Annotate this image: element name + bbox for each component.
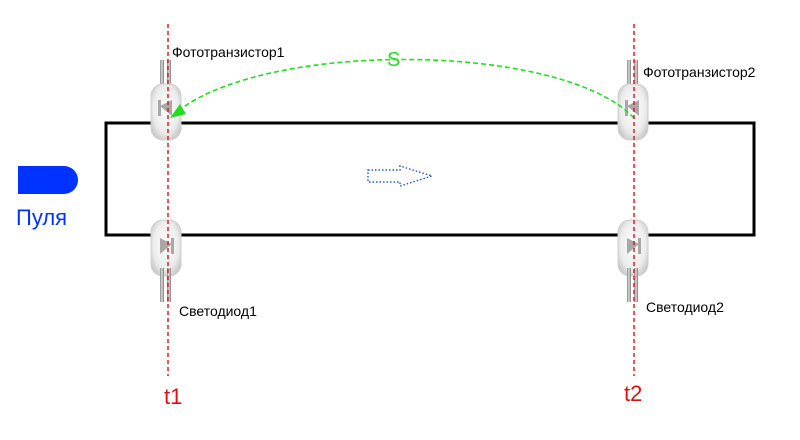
direction-arrow-icon	[367, 165, 435, 187]
led1-icon	[150, 219, 182, 302]
phototransistor2-icon	[617, 60, 649, 141]
t1-label: t1	[164, 384, 182, 409]
phototransistor2-label: Фототранзистор2	[643, 64, 756, 80]
bullet-icon	[18, 166, 78, 194]
phototransistor1-icon	[150, 60, 182, 141]
phototransistor1-label: Фототранзистор1	[172, 44, 285, 60]
led2-icon	[617, 219, 649, 302]
distance-arc	[169, 58, 635, 119]
bullet-label: Пуля	[16, 205, 67, 230]
distance-label: S	[387, 49, 400, 71]
t2-label: t2	[624, 381, 642, 406]
tube-rectangle	[104, 121, 756, 237]
led2-label: Светодиод2	[646, 299, 724, 315]
led1-label: Светодиод1	[179, 303, 257, 319]
distance-arc-arrowhead	[170, 104, 186, 118]
